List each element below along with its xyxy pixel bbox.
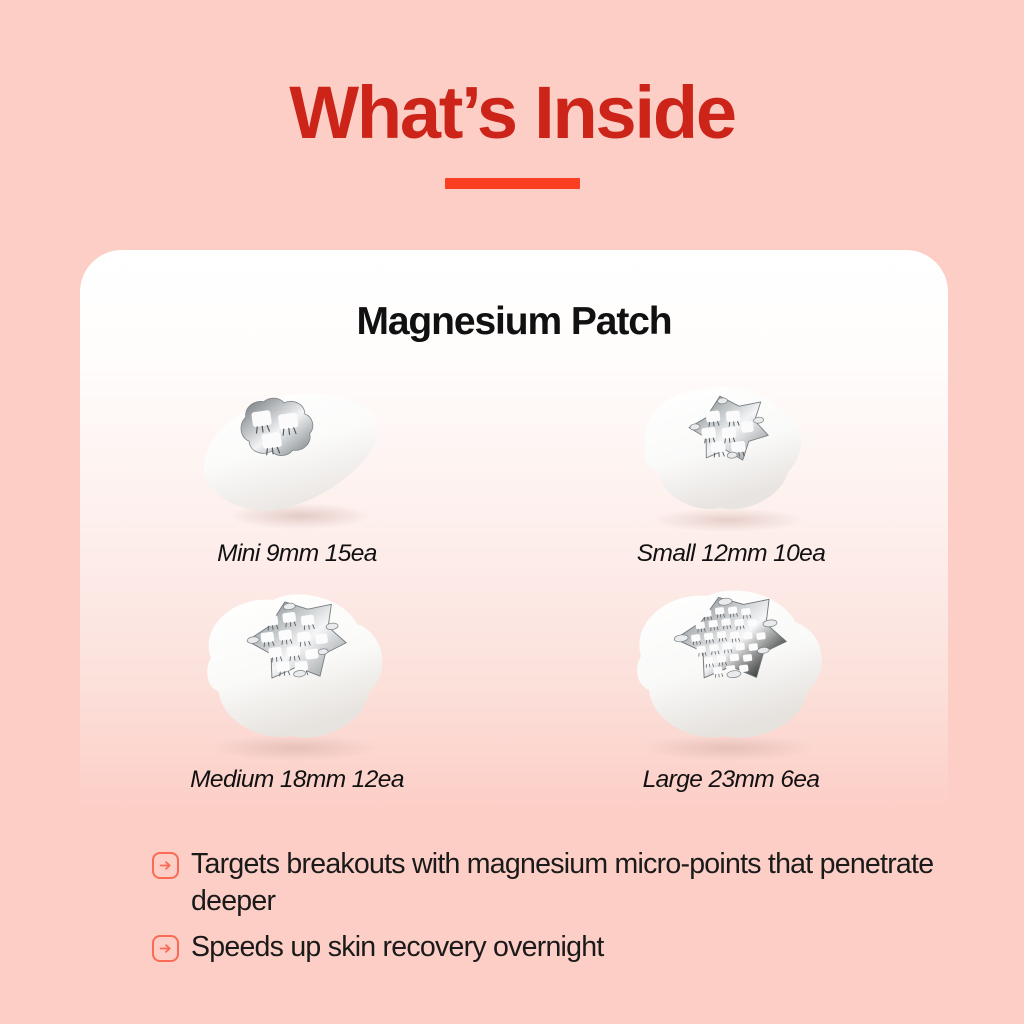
patch-item-mini[interactable]: Mini 9mm 15ea [80,365,514,568]
benefit-item: Targets breakouts with magnesium micro-p… [152,846,942,920]
benefit-text: Speeds up skin recovery overnight [191,931,604,964]
product-title: Magnesium Patch [356,300,672,343]
patch-image-mini [172,365,422,540]
benefit-text: Targets breakouts with magnesium micro-p… [191,848,934,918]
page-title: What’s Inside [289,71,737,154]
benefit-item: Speeds up skin recovery overnight [152,929,942,966]
patch-item-medium[interactable]: Medium 18mm 12ea [80,580,514,794]
product-card: Magnesium Patch [80,250,948,810]
patch-label-small: Small 12mm 10ea [636,540,826,567]
header: What’s Inside [0,0,1024,189]
patch-item-large[interactable]: Large 23mm 6ea [514,580,948,794]
patch-image-large [606,580,856,766]
patch-image-small [606,365,856,540]
benefits-list: Targets breakouts with magnesium micro-p… [152,846,942,975]
patch-grid: Mini 9mm 15ea [80,365,948,794]
title-underline-rule [444,178,580,189]
patch-item-small[interactable]: Small 12mm 10ea [514,365,948,568]
arrow-right-icon [152,852,179,879]
patch-label-large: Large 23mm 6ea [642,766,820,793]
patch-label-medium: Medium 18mm 12ea [190,766,404,793]
patch-label-mini: Mini 9mm 15ea [217,540,377,567]
arrow-right-icon [152,935,179,963]
patch-image-medium [172,580,422,766]
